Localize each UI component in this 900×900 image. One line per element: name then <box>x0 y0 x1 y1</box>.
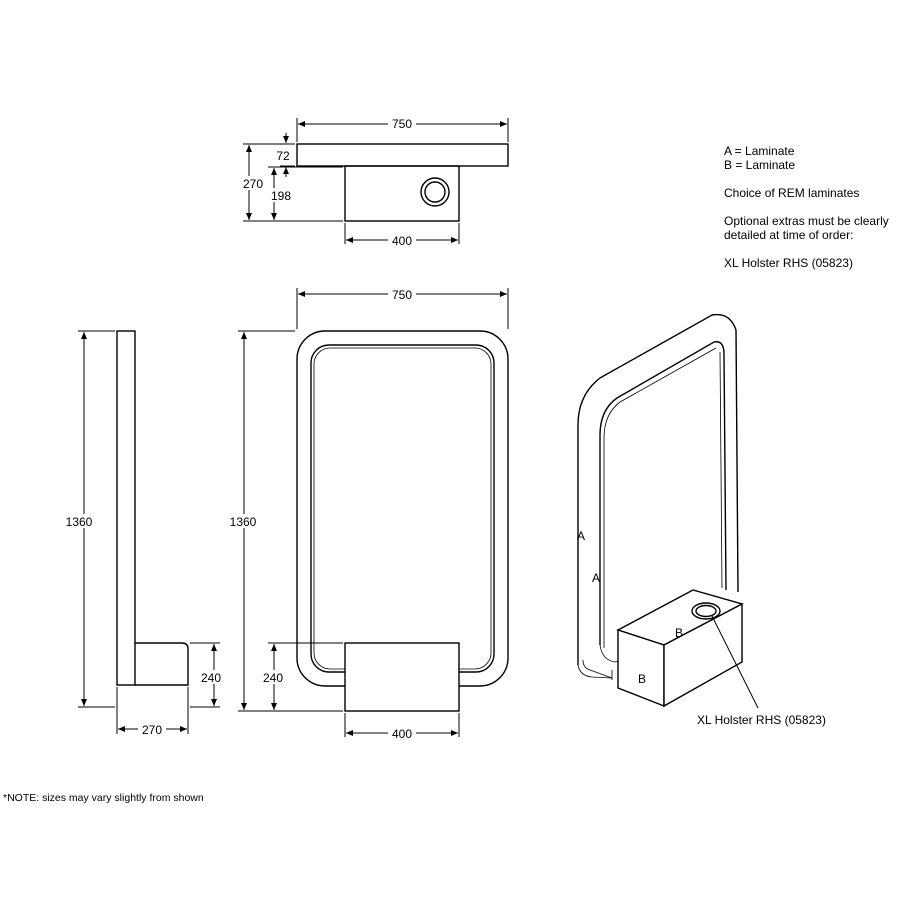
iso-view-frame-inner <box>599 341 727 645</box>
top-view-thickness-dim: 72 <box>276 149 290 163</box>
side-view-base-height-dim: 240 <box>201 671 221 685</box>
iso-view-label-b-top: B <box>675 626 683 640</box>
front-view-base-height-dim: 240 <box>263 671 283 685</box>
front-view-width-dim: 750 <box>392 288 412 302</box>
iso-view-label-a-outer: A <box>577 529 585 543</box>
iso-view-holster-outer <box>691 602 721 620</box>
notes-panel: A = Laminate B = Laminate Choice of REM … <box>724 144 899 270</box>
side-view: 1360 240 270 <box>62 330 224 737</box>
side-view-base <box>135 642 189 686</box>
front-view-frame-inner <box>310 344 495 673</box>
front-view-frame-outer <box>296 330 509 687</box>
note-laminate-choice: Choice of REM laminates <box>724 186 860 200</box>
iso-view-frame-outer <box>577 313 739 665</box>
iso-view-callout-leader <box>711 615 759 709</box>
top-view-width-dim: 750 <box>392 117 412 131</box>
top-view-base <box>344 165 460 222</box>
top-view-base-depth-dim: 198 <box>271 189 291 203</box>
note-holster: XL Holster RHS (05823) <box>724 256 853 270</box>
iso-view-label-a-inner: A <box>592 571 600 585</box>
top-view-top-panel <box>296 143 509 167</box>
front-view-height-dim: 1360 <box>230 515 257 529</box>
top-view-depth-dim: 270 <box>243 177 263 191</box>
iso-view-label-b-front: B <box>638 672 646 686</box>
side-view-depth-dim: 270 <box>142 723 162 737</box>
iso-view-holster-callout: XL Holster RHS (05823) <box>697 713 826 727</box>
top-view-holster-inner <box>424 181 446 203</box>
front-view-base <box>344 642 460 712</box>
iso-view-holster-inner <box>695 604 717 618</box>
note-extras-line-2: detailed at time of order: <box>724 228 854 242</box>
front-view: 750 1360 240 400 <box>226 287 509 741</box>
front-view-base-width-dim: 400 <box>392 727 412 741</box>
size-footnote: *NOTE: sizes may vary slightly from show… <box>3 792 204 804</box>
top-view: 750 72 270 198 400 <box>240 116 509 248</box>
iso-view: A A B B XL Holster RHS (05823) <box>577 313 826 727</box>
note-laminate-a: A = Laminate <box>724 144 795 158</box>
side-view-height-dim: 1360 <box>66 515 93 529</box>
note-laminate-b: B = Laminate <box>724 158 796 172</box>
top-view-holster-outer <box>420 177 450 207</box>
side-view-panel <box>116 330 136 686</box>
iso-view-base-side <box>663 602 743 708</box>
note-extras-line-1: Optional extras must be clearly <box>724 214 889 228</box>
top-view-base-width-dim: 400 <box>392 234 412 248</box>
